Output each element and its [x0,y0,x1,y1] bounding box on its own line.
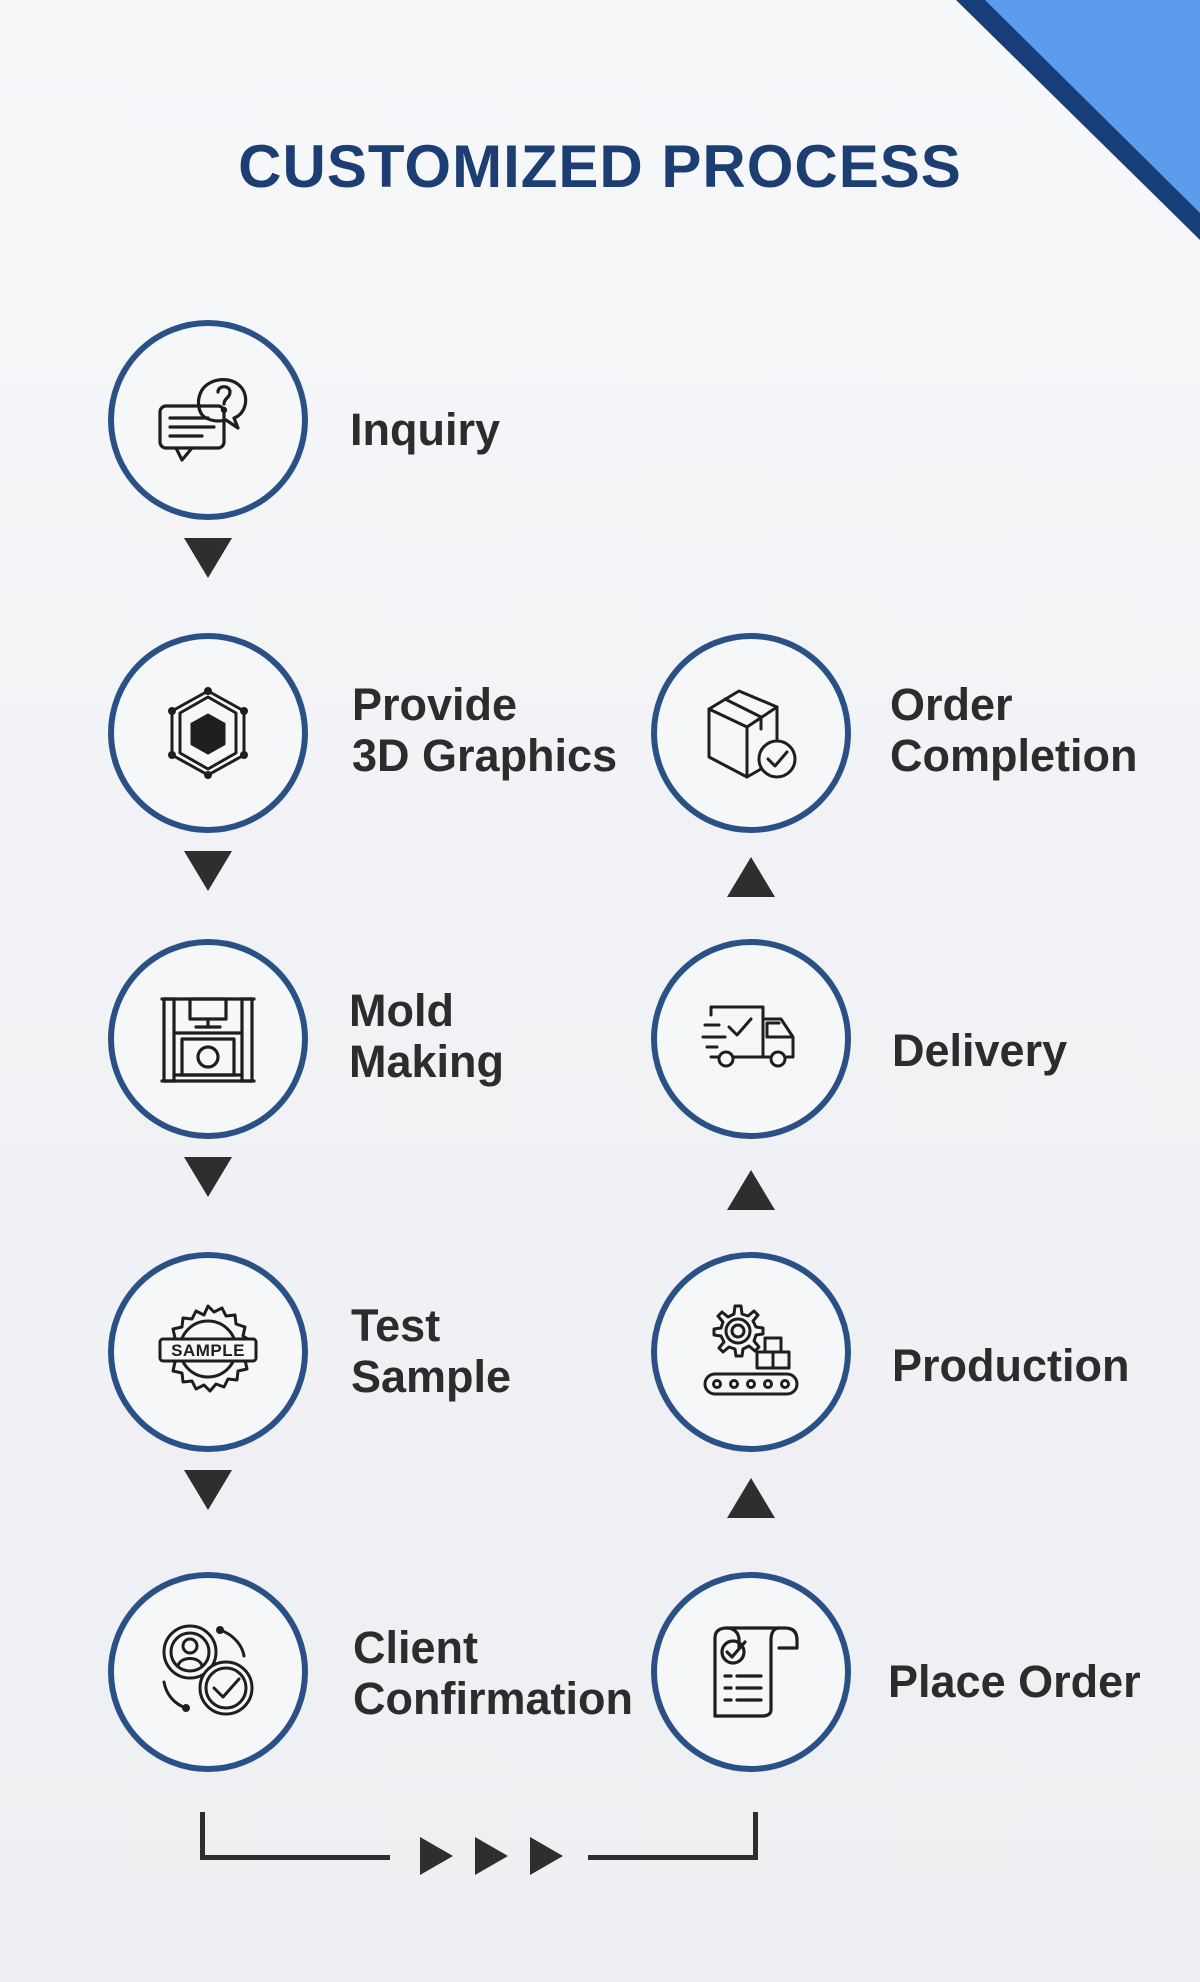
step-test-sample-label: Test Sample [351,1300,511,1402]
step-production-label: Production [892,1340,1129,1391]
step-order-completion-circle [651,633,851,833]
step-mold-making-circle [108,939,308,1139]
step-3d-graphics-circle [108,633,308,833]
step-test-sample-line1: Test [351,1300,441,1351]
3d-cube-icon [168,687,248,779]
person-check-icon [162,1624,254,1716]
step-client-confirmation-line1: Client [353,1622,479,1673]
step-mold-making-label: Mold Making [349,985,504,1087]
step-mold-making-line2: Making [349,1036,505,1087]
step-delivery-label: Delivery [892,1025,1067,1076]
arrow-right-3 [530,1837,563,1875]
chat-question-icon [158,378,248,462]
press-machine-icon [160,997,256,1083]
step-mold-making-line1: Mold [349,985,454,1036]
connector-left-vertical [200,1812,205,1860]
step-3d-graphics-line2: 3D Graphics [352,730,618,781]
gear-conveyor-icon [703,1304,799,1396]
arrow-up-1 [727,1478,775,1518]
sample-badge-icon: SAMPLE [158,1304,258,1393]
step-place-order-line1: Place Order [888,1656,1141,1707]
corner-accent [956,0,1200,240]
page-title: CUSTOMIZED PROCESS [238,133,962,200]
step-client-confirmation-circle [108,1572,308,1772]
step-order-completion-line1: Order [890,679,1013,730]
step-3d-graphics-line1: Provide [352,679,518,730]
arrow-down-2 [184,851,232,891]
step-test-sample-line2: Sample [351,1351,512,1402]
arrow-down-4 [184,1470,232,1510]
step-delivery-line1: Delivery [892,1025,1068,1076]
step-client-confirmation-label: Client Confirmation [353,1622,633,1724]
step-order-completion-line2: Completion [890,730,1138,781]
connector-left-horizontal [200,1855,390,1860]
connector-right-vertical [753,1812,758,1860]
step-order-completion-label: Order Completion [890,679,1137,781]
arrow-down-1 [184,538,232,578]
arrow-down-3 [184,1157,232,1197]
step-place-order-circle [651,1572,851,1772]
arrow-right-1 [420,1837,453,1875]
step-client-confirmation-line2: Confirmation [353,1673,633,1724]
arrow-up-2 [727,1170,775,1210]
order-document-icon [713,1626,799,1718]
step-production-circle [651,1252,851,1452]
step-test-sample-circle: SAMPLE [108,1252,308,1452]
step-inquiry-label: Inquiry [350,404,500,455]
step-inquiry-circle [108,320,308,520]
step-place-order-label: Place Order [888,1656,1141,1707]
step-inquiry-line1: Inquiry [350,404,501,455]
step-production-line1: Production [892,1340,1130,1391]
arrow-up-3 [727,857,775,897]
box-check-icon [707,689,797,779]
step-3d-graphics-label: Provide 3D Graphics [352,679,617,781]
arrow-right-2 [475,1837,508,1875]
delivery-truck-icon [701,1005,795,1068]
sample-badge-text: SAMPLE [171,1341,245,1360]
connector-right-horizontal [588,1855,758,1860]
step-delivery-circle [651,939,851,1139]
